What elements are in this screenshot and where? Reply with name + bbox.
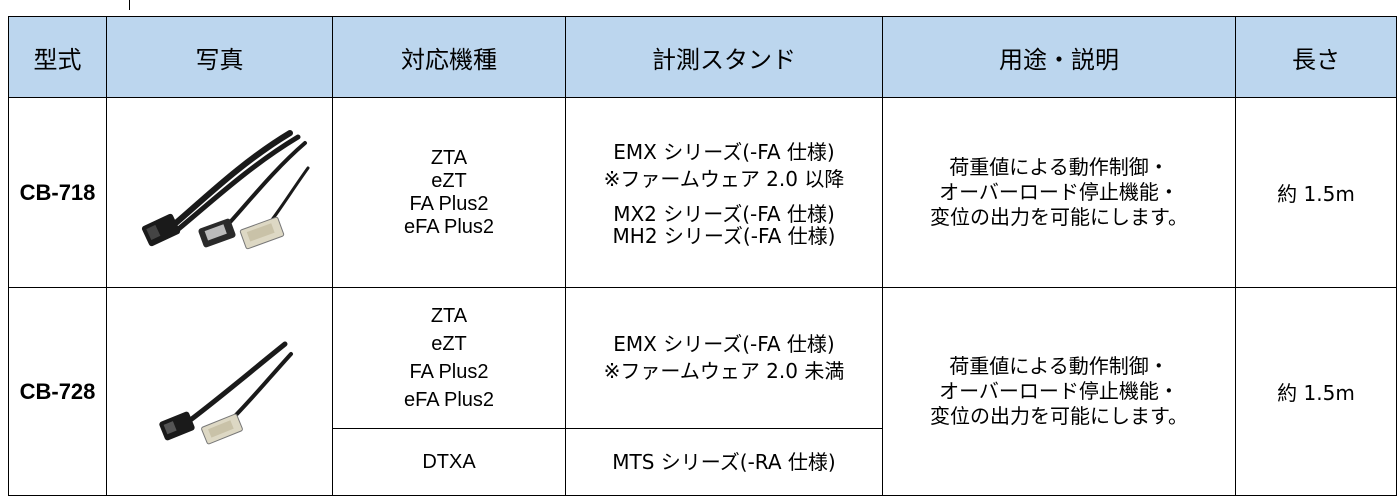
length-cell: 約 1.5m <box>1235 97 1397 288</box>
cable-set-three-connectors-icon <box>141 129 309 249</box>
description-line: 荷重値による動作制御・ <box>949 155 1169 179</box>
photo-cell <box>106 287 333 496</box>
machine-name: ZTA <box>430 305 468 327</box>
machine-name: eFA Plus2 <box>403 215 495 238</box>
header-model: 型式 <box>8 16 107 98</box>
stand-cell: EMX シリーズ(-FA 仕様) ※ファームウェア 2.0 以降 MX2 シリー… <box>565 97 883 288</box>
machine-name: ZTA <box>430 146 468 169</box>
machines-cell: ZTA eZT FA Plus2 eFA Plus2 <box>332 287 566 429</box>
description-line: 変位の出力を可能にします。 <box>930 404 1188 428</box>
table-row: CB-718 <box>8 97 1397 288</box>
stand-name: MH2 シリーズ(-FA 仕様) <box>612 223 836 248</box>
stand-name: MTS シリーズ(-RA 仕様) <box>612 449 836 474</box>
stand-name: EMX シリーズ(-FA 仕様) <box>613 332 835 356</box>
machines-cell: ZTA eZT FA Plus2 eFA Plus2 <box>332 97 566 288</box>
firmware-note: ※ファームウェア 2.0 未満 <box>603 359 845 383</box>
machine-name: eZT <box>431 333 467 355</box>
description-line: オーバーロード停止機能・ <box>939 379 1179 403</box>
machine-name: FA Plus2 <box>409 361 489 383</box>
stand-name: EMX シリーズ(-FA 仕様) <box>613 139 835 164</box>
description-line: 荷重値による動作制御・ <box>949 354 1169 378</box>
model-cell: CB-718 <box>8 97 107 288</box>
description-line: 変位の出力を可能にします。 <box>930 205 1188 229</box>
table-row: CB-728 ZTA eZT FA Plus2 <box>8 287 1397 496</box>
model-cell: CB-728 <box>8 287 107 496</box>
machines-cell: DTXA <box>332 428 566 496</box>
description-cell: 荷重値による動作制御・ オーバーロード停止機能・ 変位の出力を可能にします。 <box>882 287 1236 496</box>
stand-cell: EMX シリーズ(-FA 仕様) ※ファームウェア 2.0 未満 <box>565 287 883 429</box>
description-cell: 荷重値による動作制御・ オーバーロード停止機能・ 変位の出力を可能にします。 <box>882 97 1236 288</box>
machine-name: FA Plus2 <box>409 192 489 215</box>
cable-spec-table: 型式 写真 対応機種 計測スタンド 用途・説明 長さ CB-718 <box>8 16 1397 496</box>
machine-name: eFA Plus2 <box>403 389 495 411</box>
length-cell: 約 1.5m <box>1235 287 1397 496</box>
stand-name: MX2 シリーズ(-FA 仕様) <box>613 201 835 226</box>
photo-cell <box>106 97 333 288</box>
cable-two-connectors-icon <box>158 341 293 444</box>
table-row: DTXA MTS シリーズ(-RA 仕様) <box>9 428 1397 496</box>
top-rule <box>0 0 1400 14</box>
header-description: 用途・説明 <box>882 16 1236 98</box>
machine-name: eZT <box>431 169 467 192</box>
firmware-note: ※ファームウェア 2.0 以降 <box>603 166 845 191</box>
header-row: 型式 写真 対応機種 計測スタンド 用途・説明 長さ <box>8 16 1397 98</box>
header-length: 長さ <box>1235 16 1397 98</box>
description-line: オーバーロード停止機能・ <box>939 180 1179 204</box>
header-stand: 計測スタンド <box>565 16 883 98</box>
header-machines: 対応機種 <box>332 16 566 98</box>
top-tick-mark <box>129 0 130 10</box>
header-photo: 写真 <box>106 16 333 98</box>
stand-cell: MTS シリーズ(-RA 仕様) <box>565 428 883 496</box>
